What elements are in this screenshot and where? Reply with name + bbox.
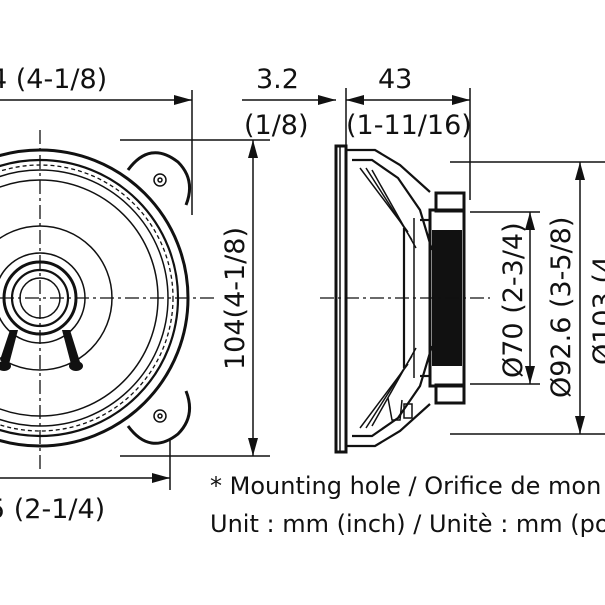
mounting-hole-note: * Mounting hole / Orifice de mon: [210, 472, 601, 500]
bottom-dimension: 5 (2-1/4): [0, 473, 170, 525]
front-view: [0, 90, 270, 490]
magnet-diameter-dimension: Ø70 (2-3/4): [498, 212, 535, 384]
magnet-diameter-label: Ø70 (2-3/4): [498, 222, 529, 378]
cone-diameter-label: Ø92.6 (3-5/8): [546, 217, 577, 398]
flange-mm-label: 3.2: [256, 64, 299, 95]
overall-diameter-dimension: Ø103 (4: [588, 256, 605, 365]
height-label: 104(4-1/8): [220, 227, 251, 370]
depth-mm-label: 43: [378, 64, 412, 95]
height-dimension: 104(4-1/8): [220, 140, 258, 456]
depth-in-label: (1-11/16): [346, 110, 472, 141]
side-view: [320, 88, 605, 454]
cone-diameter-dimension: Ø92.6 (3-5/8): [546, 162, 585, 434]
unit-note: Unit : mm (inch) / Unitè : mm (po: [210, 510, 605, 538]
bottom-label: 5 (2-1/4): [0, 494, 105, 525]
depth-dimension: 43 (1-11/16): [346, 64, 472, 141]
flange-in-label: (1/8): [244, 110, 309, 141]
top-width-label: 4 (4-1/8): [0, 64, 107, 95]
top-width-dimension: 4 (4-1/8): [0, 64, 192, 105]
flange-dimension: 3.2 (1/8): [242, 64, 336, 141]
overall-diameter-label: Ø103 (4: [588, 256, 605, 365]
